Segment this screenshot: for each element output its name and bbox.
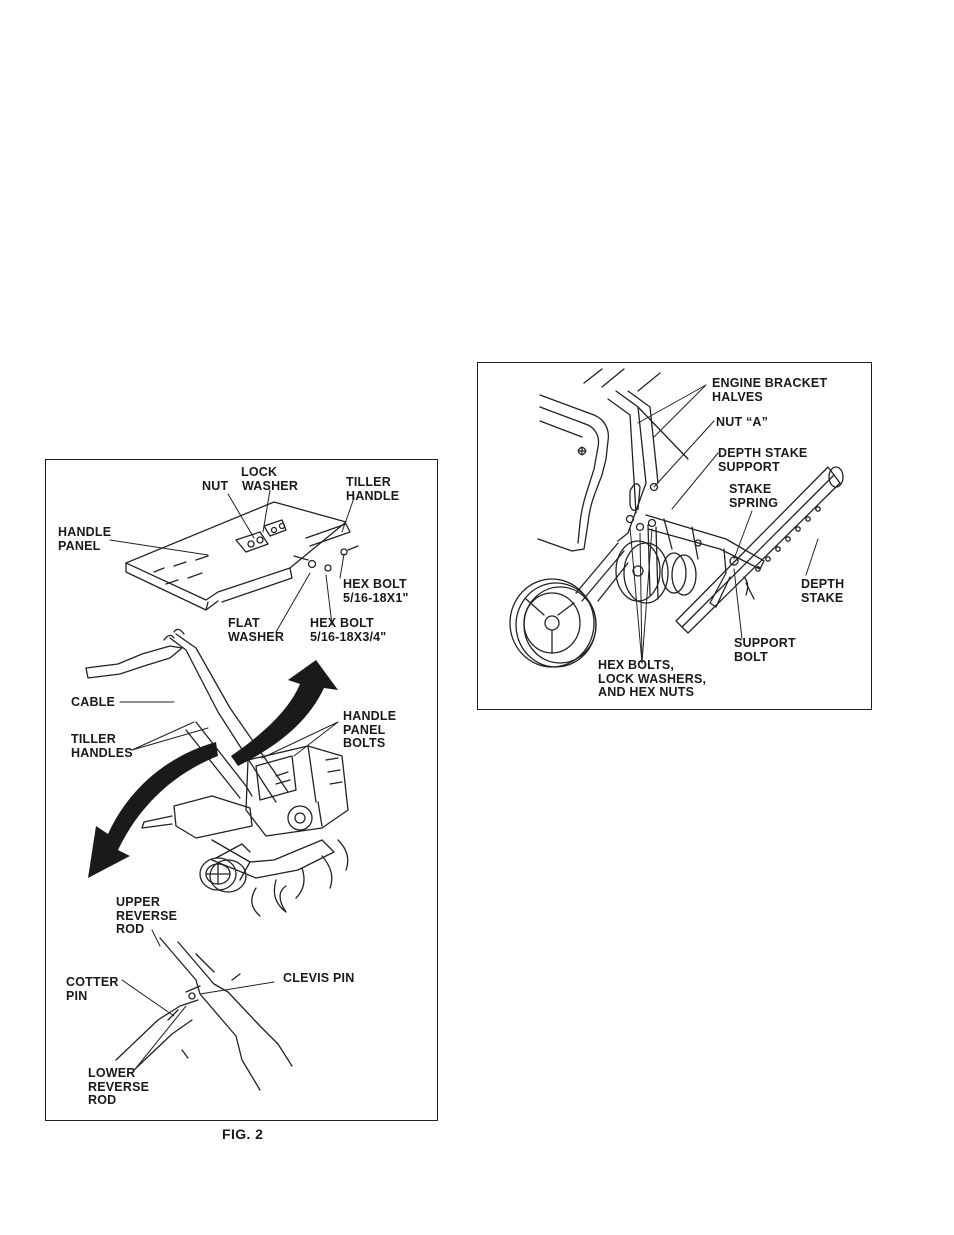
label-clevis-pin: CLEVIS PIN xyxy=(283,971,355,985)
label-lock: LOCK xyxy=(241,465,278,479)
reverse-rod-drawing xyxy=(115,937,293,1091)
fig2-caption: FIG. 2 xyxy=(222,1126,264,1142)
stake-support-drawing xyxy=(645,514,765,608)
tine-pulley-drawing xyxy=(615,524,697,604)
fig2-leader-lines-mid xyxy=(119,701,339,759)
label-hex-bolts-lock-washers: HEX BOLTS,LOCK WASHERS,AND HEX NUTS xyxy=(598,658,707,699)
wheel-drawing xyxy=(509,542,629,668)
handle-panel-drawing xyxy=(125,501,359,611)
engine-bracket-drawing xyxy=(583,368,689,542)
fig2-illustration xyxy=(85,489,359,1091)
label-nut: NUT xyxy=(202,479,229,493)
label-cable: CABLE xyxy=(71,695,116,709)
fig2-leader-lines-top xyxy=(109,489,355,633)
rotate-arrow-up xyxy=(231,660,338,766)
tiller-drawing xyxy=(85,628,349,917)
depth-stake-leader-lines xyxy=(629,384,819,664)
hood-drawing xyxy=(537,394,610,552)
fig2-leader-lines-bottom xyxy=(121,929,275,1069)
depth-stake-bar-drawing xyxy=(675,466,844,634)
depth-stake-illustration xyxy=(509,368,844,668)
label-washer: WASHER xyxy=(242,479,299,493)
label-nut-a: NUT “A” xyxy=(716,415,769,429)
rotate-arrow-down xyxy=(88,742,218,878)
